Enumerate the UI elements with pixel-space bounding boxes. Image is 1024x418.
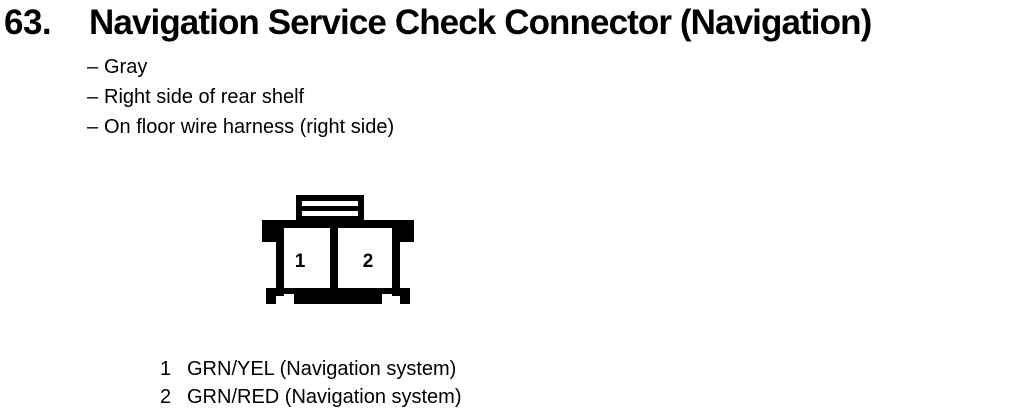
section-number: 63.	[4, 3, 52, 42]
spec-item-harness: – On floor wire harness (right side)	[87, 112, 687, 142]
locking-tab-slot-upper	[302, 201, 358, 206]
connector-foot-notch-right	[382, 294, 400, 304]
pin-legend-description: GRN/RED (Navigation system)	[187, 386, 462, 408]
pin-legend-number: 1	[160, 358, 172, 380]
pin-number-1: 1	[295, 251, 306, 272]
connector-cavity-1	[276, 228, 330, 296]
spec-item-location: – Right side of rear shelf	[87, 82, 687, 112]
pin-number-2: 2	[363, 251, 374, 272]
dash-icon: –	[87, 56, 99, 78]
connector-cavity-2	[338, 228, 392, 296]
locking-tab-slot-lower	[302, 211, 358, 216]
spec-item-color: – Gray	[87, 52, 687, 82]
connector-wall-right	[392, 228, 400, 296]
connector-diagram: 1 2	[252, 188, 424, 308]
dash-icon: –	[87, 116, 99, 138]
pin-legend-description: GRN/YEL (Navigation system)	[187, 358, 457, 380]
connector-outline-svg: 1 2	[262, 195, 414, 304]
pin-legend-row: 1 GRN/YEL (Navigation system)	[160, 355, 760, 383]
connector-locking-tab	[296, 195, 364, 222]
connector-top-rail	[262, 220, 414, 228]
pin-legend-list: 1 GRN/YEL (Navigation system) 2 GRN/RED …	[160, 355, 760, 411]
connector-foot-notch-left	[276, 294, 294, 304]
spec-item-label: On floor wire harness (right side)	[104, 116, 395, 138]
connector-shoulder-left	[262, 228, 276, 242]
spec-item-label: Gray	[104, 56, 148, 78]
connector-spec-list: – Gray – Right side of rear shelf – On f…	[87, 52, 687, 142]
page-title: 63. Navigation Service Check Connector (…	[0, 0, 1024, 46]
locking-tab-body	[296, 195, 364, 222]
pin-legend-row: 2 GRN/RED (Navigation system)	[160, 383, 760, 411]
pin-legend-number: 2	[160, 386, 172, 408]
connector-wall-left	[276, 228, 284, 296]
section-title: Navigation Service Check Connector (Navi…	[89, 3, 872, 42]
dash-icon: –	[87, 86, 99, 108]
connector-pin-divider	[330, 222, 338, 296]
spec-item-label: Right side of rear shelf	[104, 86, 305, 108]
connector-shoulder-right	[400, 228, 414, 242]
